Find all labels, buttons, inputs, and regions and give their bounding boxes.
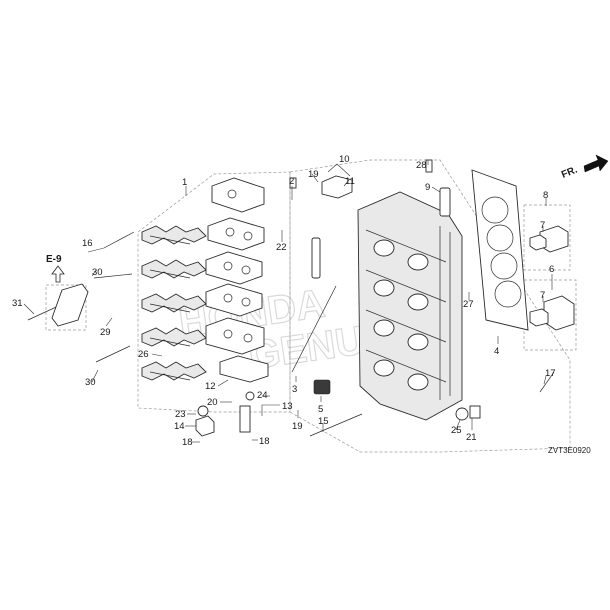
- stud-17: [539, 371, 555, 393]
- callout: 18: [182, 437, 193, 448]
- callout: 11: [345, 176, 355, 187]
- callout: 13: [282, 401, 293, 412]
- rocker-group-outline: [137, 171, 291, 413]
- rocker-shaft-2: [141, 259, 207, 279]
- callout: 7: [540, 290, 545, 301]
- callout: 22: [276, 242, 287, 253]
- callout: 1: [182, 177, 187, 188]
- reference-label: E-9: [46, 254, 62, 265]
- sensor-9: [439, 187, 451, 217]
- cam-holder-3: [205, 251, 263, 285]
- rocker-shaft-4: [141, 327, 207, 347]
- plug-21: [469, 405, 481, 419]
- bolt-16b: [93, 273, 133, 279]
- oil-control-valve-upper: [529, 225, 569, 253]
- rocker-shaft-3: [141, 293, 207, 313]
- cam-holder-2: [207, 217, 265, 251]
- callout: 17: [545, 368, 556, 379]
- head-group-outline: [289, 159, 571, 453]
- callout: 29: [100, 327, 111, 338]
- callout: 24: [257, 390, 268, 401]
- front-indicator: FR.: [560, 154, 609, 181]
- rocker-shaft-group: [141, 177, 269, 383]
- callouts: 1 2 3 4 5 6 7 7 8 9 10 11 12 13 14 15 16…: [12, 154, 556, 448]
- pipe-22: [311, 237, 321, 279]
- bolt-2: [289, 177, 297, 189]
- cylinder-head: [357, 191, 463, 421]
- callout: 30: [92, 267, 103, 278]
- bolt-28: [425, 159, 433, 173]
- callout: 10: [339, 154, 350, 165]
- rocker-shaft-1: [141, 225, 207, 245]
- callout: 4: [494, 346, 499, 357]
- callout: 18: [259, 436, 270, 447]
- callout: 7: [540, 220, 545, 231]
- stud-3: [291, 285, 337, 373]
- oil-control-upper-outline: [523, 204, 571, 271]
- bracket-e9: [51, 283, 89, 327]
- up-arrow-icon: [51, 265, 65, 283]
- small-parts: [27, 159, 555, 437]
- cam-holder-4: [205, 283, 263, 317]
- rocker-shaft-5: [141, 361, 207, 381]
- callout: 26: [138, 349, 149, 360]
- callout: 2: [289, 176, 294, 187]
- callout: 16: [82, 238, 93, 249]
- callout: 31: [12, 298, 23, 309]
- callout: 12: [205, 381, 216, 392]
- callout: 19: [292, 421, 303, 432]
- callout: 8: [543, 190, 548, 201]
- head-gasket: [471, 169, 529, 331]
- cam-holder-5: [205, 317, 265, 355]
- front-arrow-icon: [583, 154, 609, 173]
- callout: 15: [318, 416, 329, 427]
- leader-lines: [23, 160, 553, 443]
- plug-14: [195, 415, 215, 437]
- callout: 23: [175, 409, 186, 420]
- callout: 19: [308, 169, 319, 180]
- callout: 14: [174, 421, 185, 432]
- callout: 9: [425, 182, 430, 193]
- callout: 30: [85, 377, 96, 388]
- callout: 28: [416, 160, 427, 171]
- callout: 27: [463, 299, 474, 310]
- switch-13: [239, 405, 251, 433]
- callout: 21: [466, 432, 477, 443]
- callout: 20: [207, 397, 218, 408]
- bolt-16: [103, 231, 135, 249]
- cover-10: [321, 175, 353, 199]
- drawing-code: ZVT3E0920: [548, 446, 591, 455]
- washer-25: [455, 407, 469, 421]
- callout: 5: [318, 404, 323, 415]
- cam-holder-1: [211, 177, 265, 213]
- bolt-15: [309, 413, 363, 437]
- bolt-30: [95, 345, 131, 363]
- spring-5: [313, 379, 331, 395]
- callout: 6: [549, 264, 554, 275]
- cam-holder-6: [219, 355, 269, 383]
- callout: 25: [451, 425, 462, 436]
- e9-bracket-outline: [45, 284, 87, 331]
- reference-e9: E-9: [46, 254, 65, 283]
- front-label: FR.: [560, 164, 579, 180]
- oil-control-valve-lower: [529, 295, 575, 331]
- callout: 3: [292, 384, 297, 395]
- intake-ports: [373, 239, 429, 391]
- oring-24: [245, 391, 255, 401]
- washer-23: [197, 405, 209, 417]
